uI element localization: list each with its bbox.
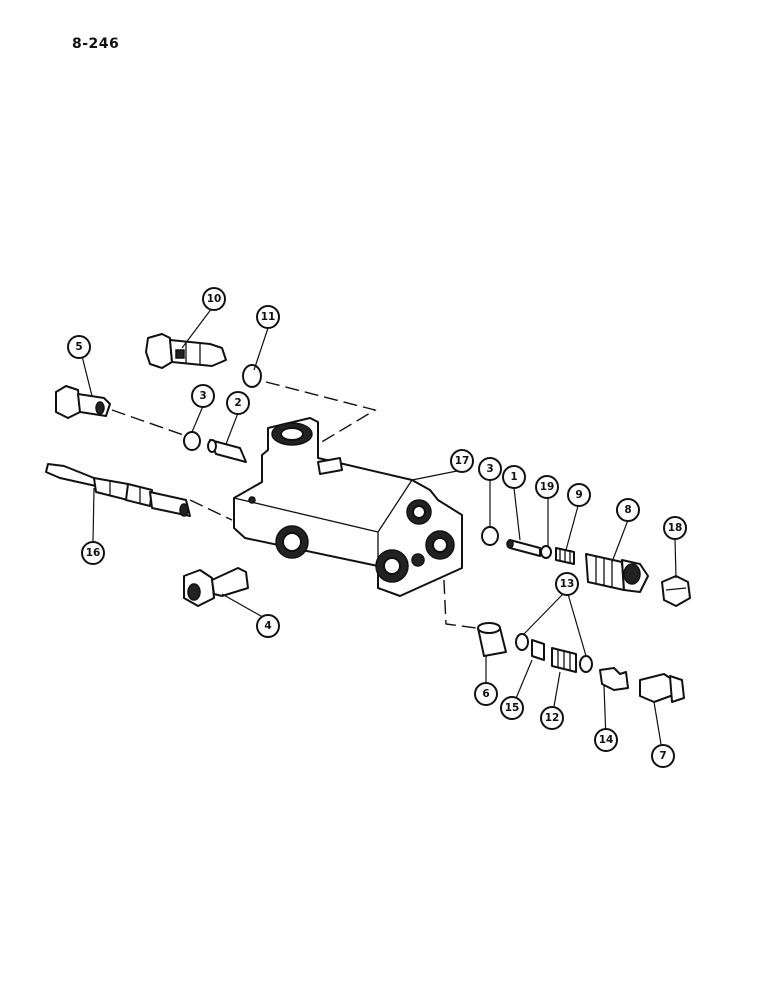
svg-text:6: 6 xyxy=(482,688,489,700)
callout-7: 7 xyxy=(651,744,675,768)
part-6-sleeve xyxy=(477,622,507,657)
callout-12: 12 xyxy=(540,706,564,730)
callout-3-left: 3 xyxy=(191,384,215,408)
part-3-o-ring-left xyxy=(183,431,201,451)
svg-text:16: 16 xyxy=(86,547,101,559)
part-1-pin xyxy=(506,539,541,557)
callout-4: 4 xyxy=(256,614,280,638)
part-9-spring xyxy=(555,547,575,565)
part-5-plug xyxy=(55,385,111,419)
svg-text:15: 15 xyxy=(505,702,520,714)
callout-19: 19 xyxy=(535,475,559,499)
callout-8: 8 xyxy=(616,498,640,522)
svg-text:12: 12 xyxy=(545,712,560,724)
svg-text:8: 8 xyxy=(624,504,631,516)
callout-17: 17 xyxy=(450,449,474,473)
part-8-cap xyxy=(585,553,649,593)
part-2-sleeve xyxy=(207,439,247,463)
callout-2: 2 xyxy=(226,391,250,415)
page-number: 8-246 xyxy=(72,36,120,52)
part-12-spring xyxy=(551,647,577,673)
callout-18: 18 xyxy=(663,516,687,540)
svg-text:3: 3 xyxy=(486,463,493,475)
callout-5: 5 xyxy=(67,335,91,359)
part-16-spool xyxy=(45,463,191,517)
svg-text:9: 9 xyxy=(575,489,582,501)
part-14-poppet xyxy=(599,667,629,691)
callout-14: 14 xyxy=(594,728,618,752)
part-4-fitting xyxy=(183,567,249,607)
svg-text:11: 11 xyxy=(261,311,276,323)
part-13-washer-right xyxy=(579,655,593,673)
svg-text:4: 4 xyxy=(264,620,271,632)
svg-text:17: 17 xyxy=(455,455,470,467)
svg-text:19: 19 xyxy=(540,481,555,493)
svg-text:3: 3 xyxy=(199,390,206,402)
callout-16: 16 xyxy=(81,541,105,565)
callout-11: 11 xyxy=(256,305,280,329)
svg-text:13: 13 xyxy=(560,578,575,590)
part-3-o-ring-right xyxy=(481,526,499,546)
svg-text:5: 5 xyxy=(75,341,82,353)
part-15-spacer xyxy=(531,639,545,661)
part-18-plug xyxy=(661,575,691,607)
part-11-seal-ring xyxy=(242,364,262,388)
callout-15: 15 xyxy=(500,696,524,720)
svg-text:2: 2 xyxy=(234,397,241,409)
svg-text:18: 18 xyxy=(668,522,683,534)
callout-10: 10 xyxy=(202,287,226,311)
callout-3-right: 3 xyxy=(478,457,502,481)
svg-text:7: 7 xyxy=(659,750,666,762)
svg-text:14: 14 xyxy=(599,734,614,746)
assembly-lines xyxy=(111,381,477,629)
callout-1: 1 xyxy=(502,465,526,489)
part-7-plug xyxy=(639,673,685,703)
callout-13: 13 xyxy=(555,572,579,596)
part-19-ball xyxy=(540,545,552,559)
callout-9: 9 xyxy=(567,483,591,507)
part-13-washer-left xyxy=(515,633,529,651)
callout-6: 6 xyxy=(474,682,498,706)
part-10-relief-valve xyxy=(145,333,227,369)
svg-text:1: 1 xyxy=(510,471,517,483)
valve-body xyxy=(233,417,463,597)
leader-lines xyxy=(81,307,677,757)
svg-text:10: 10 xyxy=(207,293,222,305)
